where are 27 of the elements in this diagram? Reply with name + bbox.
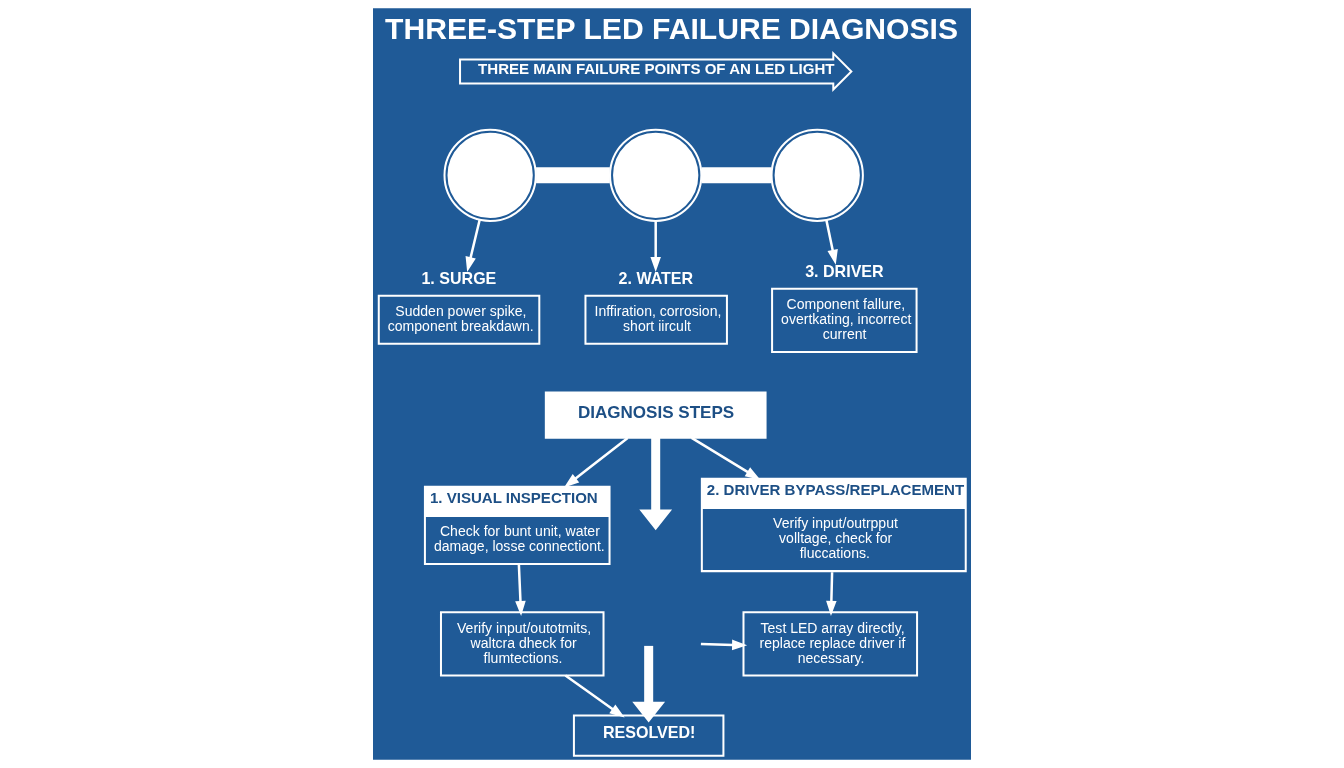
arrow xyxy=(564,674,625,718)
node-box: DIAGNOSIS STEPS xyxy=(544,391,767,439)
arrow xyxy=(700,639,748,651)
connector xyxy=(536,167,610,184)
node-box: RESOLVED! xyxy=(572,714,725,757)
arrow xyxy=(650,221,661,272)
arrow xyxy=(465,219,481,272)
node-label: 1. SURGE xyxy=(421,269,497,288)
node-box: Sudden power spike, component breakdawn. xyxy=(377,294,541,345)
diagram-title: THREE-STEP LED FAILURE DIAGNOSIS xyxy=(385,12,959,46)
node-box: Verify input/outotmits, waltcra dheck for flumtections. xyxy=(439,611,605,677)
arrow xyxy=(564,436,629,488)
arrow xyxy=(515,564,526,617)
node-label: 3. DRIVER xyxy=(805,262,884,281)
node-circle xyxy=(609,128,703,222)
node-label: 2. WATER xyxy=(618,269,694,288)
node-circle xyxy=(770,128,864,222)
node-circle xyxy=(443,128,537,222)
arrow xyxy=(639,437,673,531)
node-box: Component fallure, overtkating, incorrect current xyxy=(771,287,918,353)
arrow xyxy=(632,645,666,723)
connector xyxy=(701,167,772,184)
arrow xyxy=(826,572,837,616)
node-box: Inffiration, corrosion, short iircult xyxy=(584,294,728,345)
arrow xyxy=(825,219,838,265)
arrow xyxy=(691,436,761,480)
node-box: Test LED array directly, replace replace driver if necessary. xyxy=(742,611,919,677)
